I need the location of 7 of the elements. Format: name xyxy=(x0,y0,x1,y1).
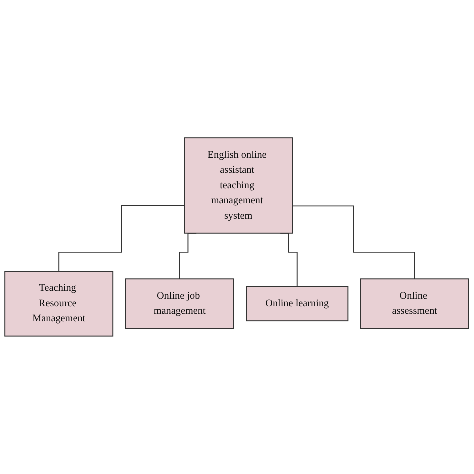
node-box: Teaching Resource Management xyxy=(4,270,114,337)
node-box: Online learning xyxy=(246,286,349,322)
connector xyxy=(58,205,186,272)
node-box: Online job management xyxy=(125,278,234,329)
node-box: Online assessment xyxy=(360,278,470,329)
node-box: English online assistant teaching management system xyxy=(184,137,294,234)
connector xyxy=(292,206,416,280)
